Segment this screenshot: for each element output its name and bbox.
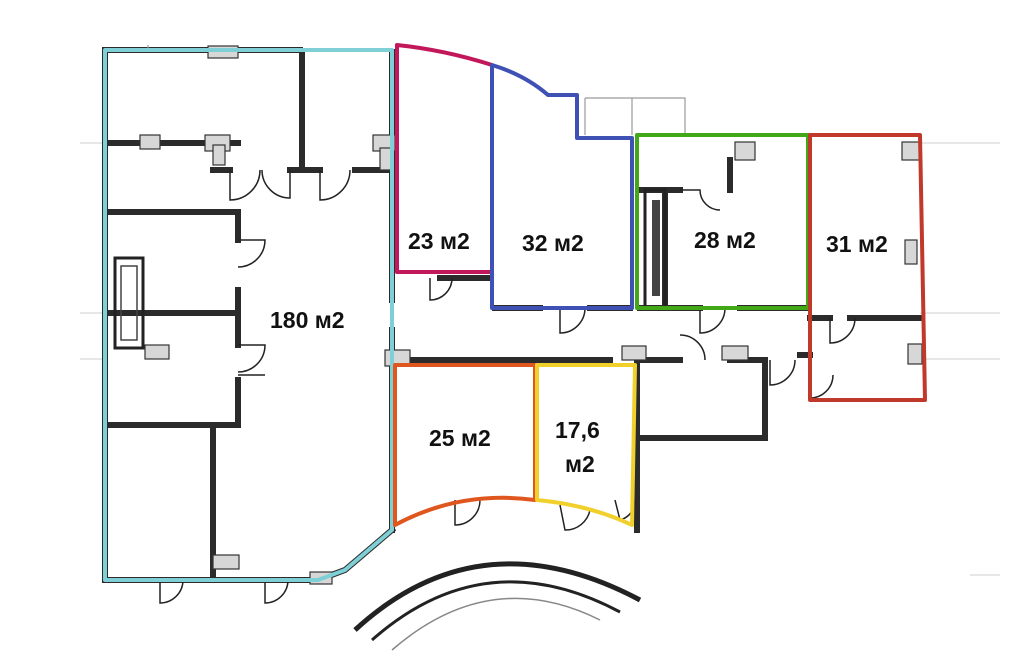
doors <box>159 169 856 604</box>
zones <box>103 43 927 582</box>
area-label-17-6-unit: м2 <box>565 451 595 477</box>
zone-180 <box>103 48 394 582</box>
area-label-17-6: 17,6 <box>555 417 600 443</box>
zone-25 <box>393 363 537 527</box>
zone-32 <box>490 63 634 310</box>
area-label-28: 28 м2 <box>694 227 756 253</box>
zone-31 <box>808 133 927 402</box>
area-label-180: 180 м2 <box>270 307 345 333</box>
annex-lines <box>147 45 686 135</box>
area-label-23: 23 м2 <box>408 228 470 254</box>
grid-lines <box>80 142 1000 576</box>
walls <box>102 47 923 584</box>
entrance-arcs <box>353 561 642 651</box>
zone-17 <box>535 363 637 527</box>
area-label-31: 31 м2 <box>826 231 888 257</box>
area-label-32: 32 м2 <box>522 230 584 256</box>
area-label-25: 25 м2 <box>429 425 491 451</box>
columns <box>139 45 923 585</box>
